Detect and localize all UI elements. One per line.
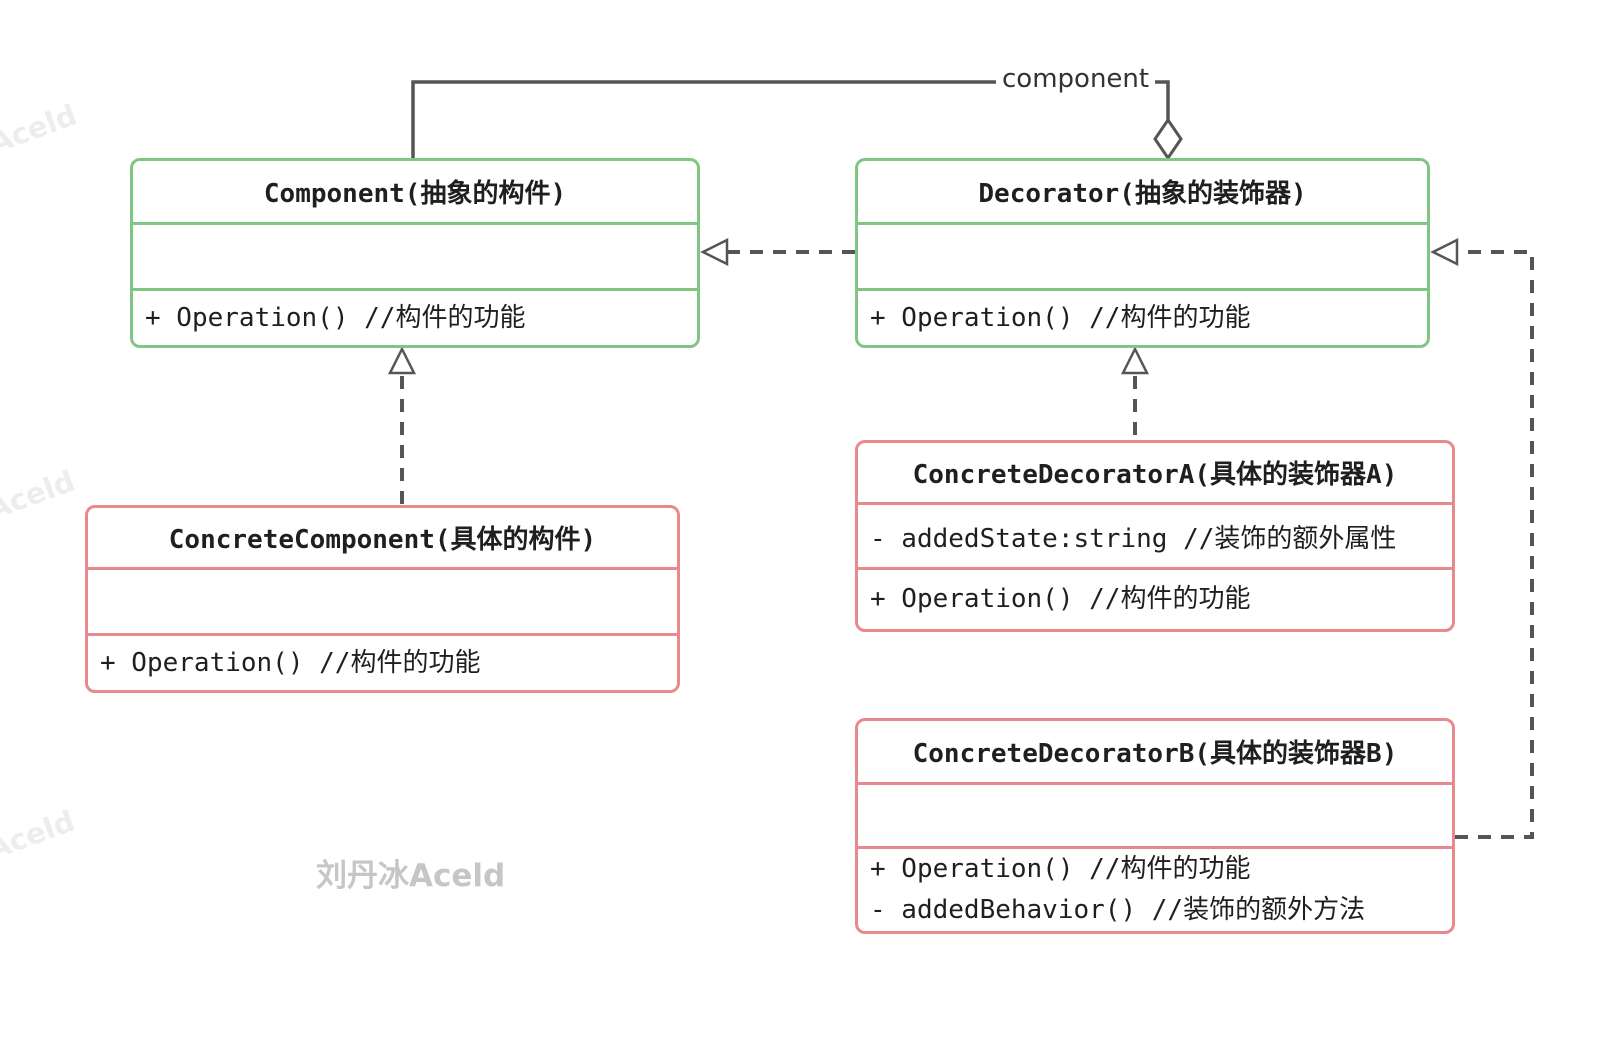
aggregation-line — [411, 80, 1170, 158]
class-attributes-decorator — [858, 222, 1427, 288]
class-box-concrete-decorator-b: ConcreteDecoratorB(具体的装饰器B) + Operation(… — [855, 718, 1455, 934]
class-title-decorator: Decorator(抽象的装饰器) — [978, 179, 1307, 209]
class-attributes-concrete-decorator-a: - addedState:string //装饰的额外属性 — [858, 502, 1452, 567]
class-title-concrete-decorator-a: ConcreteDecoratorA(具体的装饰器A) — [912, 460, 1398, 490]
class-methods-concrete-decorator-a: + Operation() //构件的功能 — [858, 567, 1452, 629]
class-attributes-concrete-decorator-b — [858, 781, 1452, 846]
class-title-concrete-component: ConcreteComponent(具体的构件) — [168, 525, 597, 555]
class-box-concrete-component: ConcreteComponent(具体的构件) + Operation() /… — [85, 505, 680, 693]
open-arrowhead-left-icon — [1430, 237, 1459, 267]
method-line: + Operation() //构件的功能 — [100, 647, 481, 678]
method-line: - addedBehavior() //装饰的额外方法 — [870, 895, 1366, 925]
class-title-component: Component(抽象的构件) — [263, 179, 567, 209]
class-box-component: Component(抽象的构件) + Operation() //构件的功能 — [130, 158, 700, 348]
class-methods-concrete-decorator-b: + Operation() //构件的功能 - addedBehavior() … — [858, 846, 1452, 931]
method-line: + Operation() //构件的功能 — [145, 302, 526, 333]
realization-line-concretedecoratorb — [1455, 250, 1534, 839]
class-box-decorator: Decorator(抽象的装饰器) + Operation() //构件的功能 — [855, 158, 1430, 348]
class-attributes-concrete-component — [88, 567, 677, 633]
attribute-line: - addedState:string //装饰的额外属性 — [870, 523, 1397, 554]
method-line: + Operation() //构件的功能 — [870, 302, 1251, 333]
class-methods-component: + Operation() //构件的功能 — [133, 288, 697, 345]
class-methods-concrete-component: + Operation() //构件的功能 — [88, 633, 677, 690]
open-arrowhead-up-icon — [1120, 346, 1150, 375]
open-arrowhead-up-icon — [387, 346, 417, 375]
open-arrowhead-left-icon — [700, 237, 729, 267]
method-line: + Operation() //构件的功能 — [870, 584, 1251, 614]
aggregation-diamond-icon — [1153, 117, 1183, 161]
signature-watermark: 刘丹冰Aceld — [316, 858, 506, 894]
class-attributes-component — [133, 222, 697, 288]
association-role-label: component — [996, 64, 1156, 94]
method-line: + Operation() //构件的功能 — [870, 854, 1251, 884]
class-box-concrete-decorator-a: ConcreteDecoratorA(具体的装饰器A) - addedState… — [855, 440, 1455, 632]
class-title-concrete-decorator-b: ConcreteDecoratorB(具体的装饰器B) — [912, 738, 1398, 769]
class-methods-decorator: + Operation() //构件的功能 — [858, 288, 1427, 345]
